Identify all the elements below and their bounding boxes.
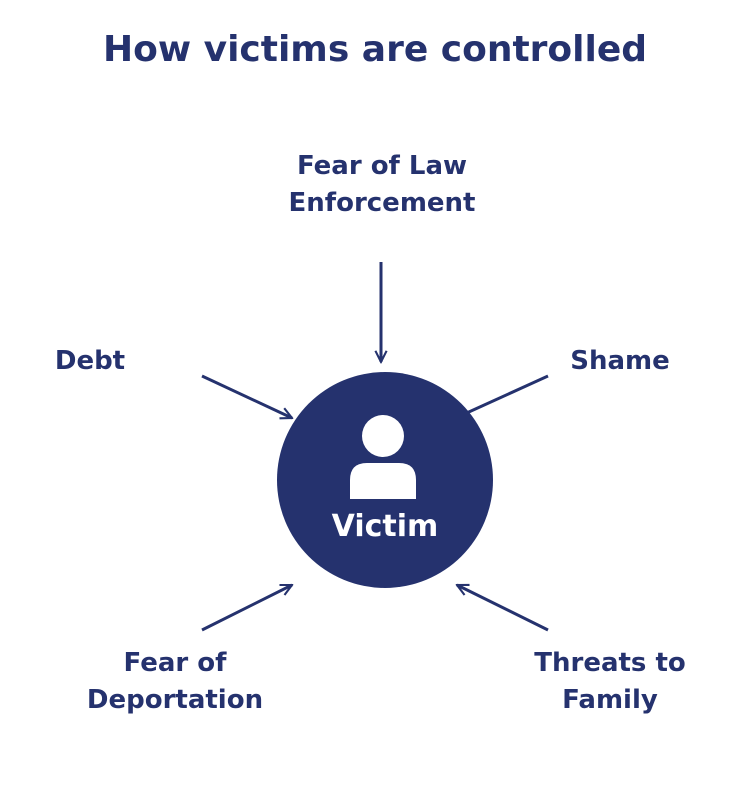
arrow-shame — [459, 374, 549, 418]
arrow-deportation — [201, 583, 292, 632]
victim-label: Victim — [331, 509, 439, 544]
arrow-debt — [201, 374, 292, 418]
arrow-threats — [457, 583, 549, 632]
factor-threats-family: Threats to Family — [534, 648, 686, 715]
person-icon — [350, 415, 416, 499]
factor-law-enforcement: Fear of Law Enforcement — [288, 151, 476, 218]
factor-deportation: Fear of Deportation — [86, 648, 264, 715]
factor-shame: Shame — [570, 346, 670, 376]
factor-debt: Debt — [54, 346, 126, 376]
diagram-title: How victims are controlled — [102, 29, 648, 70]
